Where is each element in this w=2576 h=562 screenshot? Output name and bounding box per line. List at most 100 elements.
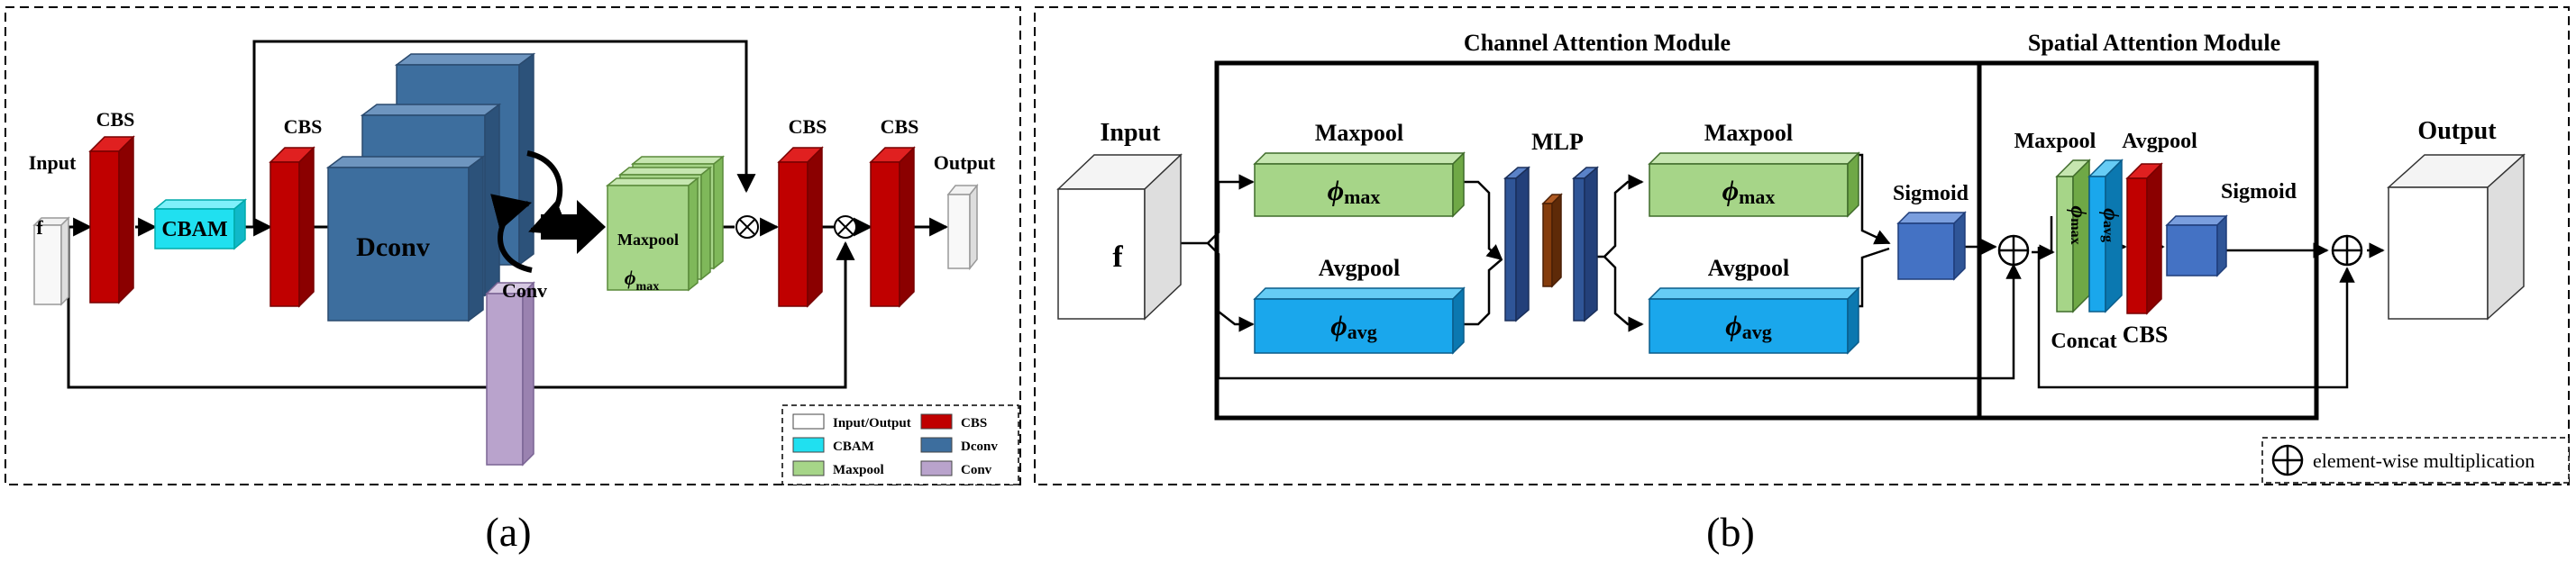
phi-subscript-avg: avg [1742, 321, 1772, 343]
cbs-1-label: CBS [96, 108, 135, 131]
mlp-label: MLP [1531, 129, 1584, 155]
channel-attention-frame [1214, 60, 1982, 421]
legend-cbs: CBS [961, 416, 987, 431]
legend-swatch-cbs [920, 413, 953, 430]
panel-b-connectors [1181, 153, 2385, 389]
sigmoid-block-1 [1896, 211, 1967, 281]
maxpool-1-label: Maxpool [1315, 120, 1403, 146]
cbam-block [152, 198, 248, 250]
output-label: Output [934, 151, 996, 174]
plus-node-1 [1997, 234, 2030, 267]
concat-label: Concat [2051, 330, 2116, 353]
spatial-cbs-label: CBS [2123, 322, 2169, 348]
spatial-attention-title: Spatial Attention Module [2028, 30, 2280, 56]
maxpool-stack [605, 155, 726, 292]
legend-elementwise-text: element-wise multiplication [2313, 449, 2535, 472]
panel-b-frame [1034, 6, 2570, 485]
output-b-label: Output [2417, 117, 2497, 145]
maxpool-2-phi: ϕmax [1722, 174, 1776, 208]
cbam-label: CBAM [161, 218, 227, 241]
sigmoid-2-label: Sigmoid [2221, 180, 2297, 204]
caption-b: (b) [1706, 509, 1755, 555]
phi-symbol: ϕ [625, 267, 636, 289]
sigmoid-1-label: Sigmoid [1893, 182, 1969, 205]
output-block [946, 183, 979, 271]
cbs-block-4 [869, 146, 916, 308]
phi-symbol: ϕ [1725, 309, 1742, 341]
legend-a-swatches [792, 413, 953, 476]
avgpool-1-label: Avgpool [1319, 255, 1401, 281]
phi-subscript-max: max [1344, 186, 1380, 208]
legend-dconv: Dconv [961, 440, 998, 454]
mlp-layer-2 [1541, 193, 1563, 288]
legend-swatch-dconv [920, 437, 953, 453]
cbs-2-label: CBS [284, 115, 323, 138]
input-f-label: f [36, 216, 43, 239]
cbs-3-label: CBS [789, 115, 827, 138]
input-block [32, 216, 70, 306]
maxpool-a-label: Maxpool [617, 231, 679, 249]
phi-subscript: max [636, 280, 660, 294]
maxpool-2-label: Maxpool [1704, 120, 1793, 146]
phi-symbol: ϕ [2066, 205, 2089, 218]
phi-subscript-max: max [2068, 218, 2083, 244]
avgpool-block-1 [1253, 286, 1466, 355]
phi-subscript-avg: avg [2100, 221, 2115, 242]
spatial-avgpool-label: Avgpool [2122, 130, 2197, 153]
cbs-4-label: CBS [881, 115, 919, 138]
phi-symbol: ϕ [2098, 208, 2122, 221]
cbs-block-1 [88, 135, 135, 304]
phi-symbol: ϕ [1722, 174, 1740, 206]
conv-label: Conv [502, 279, 547, 302]
spatial-maxpool-phi: ϕmax [2066, 205, 2089, 244]
conv-block [485, 281, 535, 467]
mlp-layer-3 [1571, 166, 1600, 322]
spatial-attention-frame [1977, 60, 2319, 421]
spatial-cbs-block [2125, 162, 2163, 315]
legend-input-output: Input/Output [833, 416, 911, 431]
panel-a-frame [5, 6, 1021, 485]
spatial-avgpool-slab [2087, 159, 2124, 313]
maxpool-block-2 [1648, 151, 1860, 218]
maxpool-block-1 [1253, 151, 1466, 218]
dconv-label: Dconv [356, 232, 430, 262]
legend-b-frame [2261, 437, 2570, 484]
legend-swatch-maxpool [792, 460, 825, 476]
avgpool-2-label: Avgpool [1708, 255, 1790, 281]
mlp-layer-1 [1503, 166, 1531, 322]
legend-swatch-conv [920, 460, 953, 476]
legend-conv: Conv [961, 463, 992, 477]
legend-cbam: CBAM [833, 440, 874, 454]
plus-node-2 [2331, 234, 2363, 267]
sigmoid-block-2 [2165, 214, 2228, 277]
input-b-label: Input [1101, 119, 1162, 147]
phi-symbol: ϕ [1328, 174, 1345, 206]
legend-maxpool: Maxpool [833, 463, 884, 477]
cbs-block-2 [269, 146, 315, 308]
phi-subscript-max: max [1739, 186, 1775, 208]
phi-subscript-avg: avg [1347, 321, 1377, 343]
spatial-maxpool-slab [2055, 159, 2091, 313]
caption-a: (a) [485, 509, 531, 555]
input-cube [1056, 153, 1183, 321]
maxpool-1-phi: ϕmax [1328, 174, 1381, 208]
avgpool-2-phi: ϕavg [1725, 309, 1772, 343]
output-cube [2387, 153, 2526, 321]
multiply-node-2 [834, 215, 857, 239]
legend-swatch-input-output [792, 413, 825, 430]
big-right-arrow [541, 200, 606, 254]
avgpool-1-phi: ϕavg [1330, 309, 1377, 343]
dconv-front-cube [325, 155, 486, 322]
maxpool-a-phi: ϕmax [625, 267, 659, 294]
phi-symbol: ϕ [1330, 309, 1347, 341]
input-label: Input [29, 151, 77, 174]
avgpool-block-2 [1648, 286, 1860, 355]
multiply-node-1 [735, 215, 759, 239]
legend-plus-icon [2271, 444, 2304, 476]
channel-attention-title: Channel Attention Module [1464, 30, 1731, 56]
input-b-f: f [1112, 240, 1123, 274]
legend-swatch-cbam [792, 437, 825, 453]
spatial-avgpool-phi: ϕavg [2098, 208, 2122, 242]
cbs-block-3 [777, 146, 824, 308]
